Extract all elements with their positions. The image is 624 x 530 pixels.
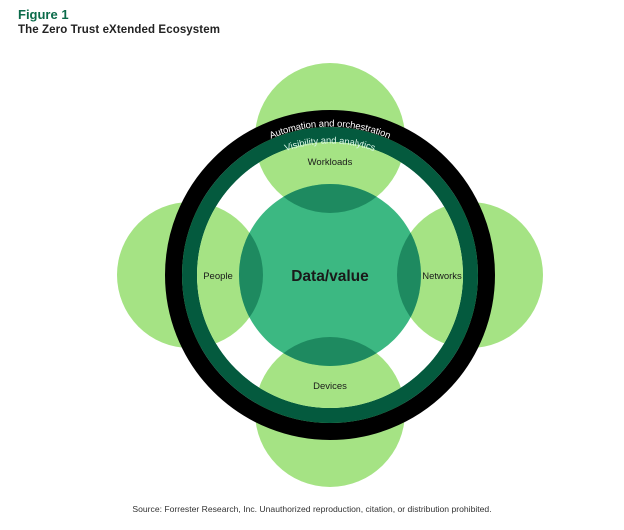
- pillar-label-devices: Devices: [313, 381, 347, 392]
- center-label: Data/value: [291, 268, 369, 285]
- pillar-label-workloads: Workloads: [308, 157, 353, 168]
- figure-title: The Zero Trust eXtended Ecosystem: [18, 24, 221, 36]
- ring-visibility-analytics: [182, 127, 478, 423]
- pillar-label-people: People: [203, 271, 233, 282]
- pillar-label-networks: Networks: [422, 271, 462, 282]
- center-circle-data-value: [239, 184, 421, 366]
- source-note: Source: Forrester Research, Inc. Unautho…: [132, 504, 492, 514]
- ring-automation-orchestration: [165, 110, 495, 440]
- figure-label: Figure 1: [18, 7, 69, 22]
